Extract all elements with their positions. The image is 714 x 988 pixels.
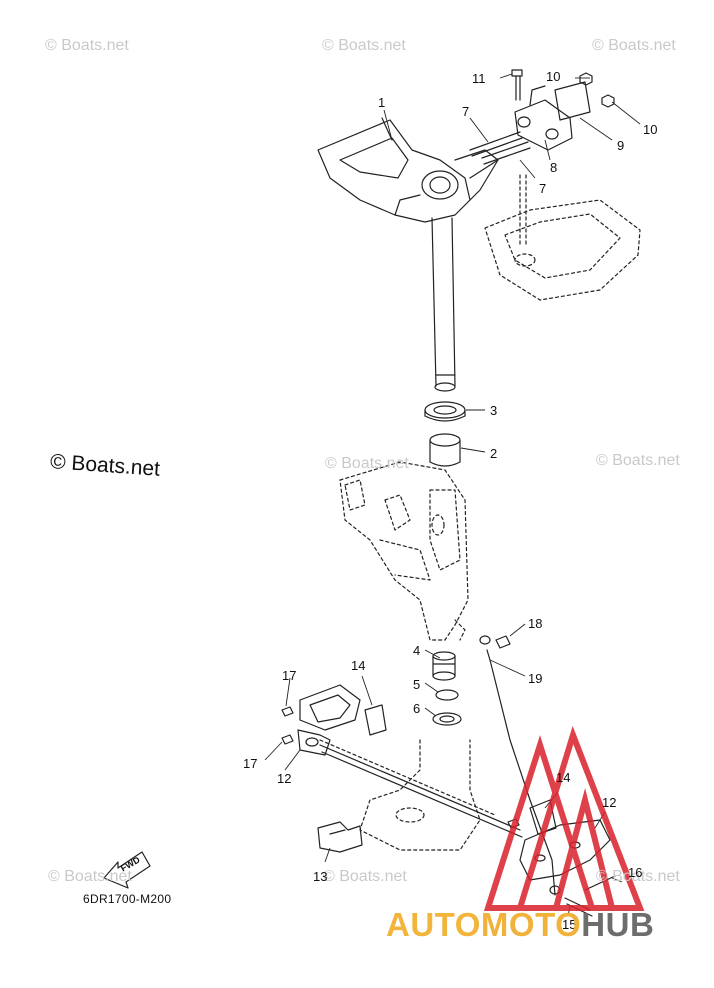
callout-17-lower: 17 (243, 756, 258, 771)
wordmark-part-3: HUB (581, 906, 655, 943)
watermark: © Boats.net (322, 37, 406, 54)
callout-9: 9 (617, 138, 625, 153)
automotohub-wordmark: AUTOMOTOHUB (386, 906, 654, 944)
seal-part (432, 712, 462, 726)
bolt-part (511, 69, 523, 101)
diagram-code: 6DR1700-M200 (83, 892, 172, 906)
bushing-lower (432, 651, 456, 681)
callout-5: 5 (413, 677, 421, 692)
leader-lines (264, 73, 641, 917)
ground-wire-part (479, 635, 556, 896)
callout-3: 3 (490, 403, 498, 418)
wordmark-part-2: MOTO (480, 906, 582, 943)
callout-11: 11 (472, 71, 486, 86)
callout-14-right: 14 (556, 770, 571, 785)
plate-part (554, 81, 591, 121)
clip-part (317, 821, 363, 853)
watermark: © Boats.net (592, 37, 676, 54)
callout-1: 1 (378, 95, 386, 110)
callout-8: 8 (550, 160, 558, 175)
o-ring-part (435, 689, 459, 701)
tiller-rod (319, 739, 523, 838)
collar-part (429, 433, 461, 467)
stud-bolts (469, 131, 531, 246)
watermark: © Boats.net (596, 452, 680, 469)
callout-15: 15 (562, 917, 577, 932)
callout-19: 19 (528, 671, 543, 686)
lower-housing-outline (359, 739, 481, 851)
watermark: © Boats.net (325, 455, 409, 472)
wordmark-part-1: AUTO (386, 906, 481, 943)
swivel-bracket-outline (339, 461, 469, 641)
engine-base-outline (484, 199, 641, 301)
callout-10-upper: 10 (546, 69, 561, 84)
clamp-left (297, 684, 387, 756)
callout-2: 2 (490, 446, 498, 461)
watermark: © Boats.net (45, 37, 129, 54)
callout-16: 16 (628, 865, 643, 880)
steering-bracket-part (317, 117, 499, 223)
callout-12-right: 12 (602, 795, 617, 810)
watermark: © Boats.net (48, 868, 132, 885)
callout-6: 6 (413, 701, 421, 716)
callout-7-upper: 7 (462, 104, 470, 119)
mount-bracket-part (514, 85, 573, 151)
callout-13: 13 (313, 869, 328, 884)
small-bolts (281, 706, 294, 745)
callout-4: 4 (413, 643, 421, 658)
callout-14-left: 14 (351, 658, 366, 673)
watermark: © Boats.net (596, 868, 680, 885)
watermark: © Boats.net (323, 868, 407, 885)
bushing-upper (424, 401, 466, 422)
fwd-arrow-icon (103, 851, 151, 889)
callout-7-lower: 7 (539, 181, 547, 196)
callout-10-lower: 10 (643, 122, 658, 137)
automotohub-logo-mark (483, 725, 645, 911)
callout-17-upper: 17 (282, 668, 297, 683)
steering-shaft (431, 217, 456, 392)
callout-12-left: 12 (277, 771, 292, 786)
callout-18: 18 (528, 616, 543, 631)
